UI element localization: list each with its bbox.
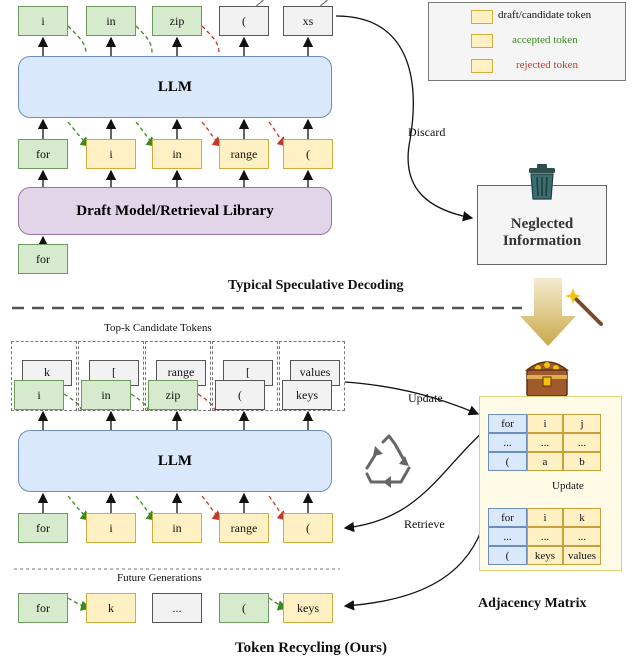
big-down-arrow-icon bbox=[520, 278, 576, 346]
matrix-before-2-0: ( bbox=[488, 452, 527, 471]
bottom-output-token-4: keys bbox=[282, 380, 332, 410]
neglected-line-1: Neglected bbox=[510, 216, 574, 232]
bottom-output-token-2: zip bbox=[148, 380, 198, 410]
top-input-token-0: for bbox=[18, 139, 68, 169]
topk-column-1 bbox=[78, 341, 144, 411]
matrix-before-1-2: ... bbox=[563, 433, 601, 452]
top-caption: Typical Speculative Decoding bbox=[228, 278, 404, 293]
top-output-token-4: xs bbox=[283, 6, 333, 36]
top-output-token-0: i bbox=[18, 6, 68, 36]
matrix-after-0-0: for bbox=[488, 508, 527, 527]
legend-rejected-label: rejected token bbox=[516, 59, 578, 71]
topk-label: Top-k Candidate Tokens bbox=[104, 322, 212, 334]
bottom-output-token-0: i bbox=[14, 380, 64, 410]
future-token-0: for bbox=[18, 593, 68, 623]
top-input-token-1: i bbox=[86, 139, 136, 169]
matrix-before-2-2: b bbox=[563, 452, 601, 471]
top-input-token-3: range bbox=[219, 139, 269, 169]
discard-arrow bbox=[335, 15, 474, 222]
future-accept-arrow-1 bbox=[268, 597, 289, 611]
draft-model-box: Draft Model/Retrieval Library bbox=[18, 187, 332, 235]
matrix-before-1-0: ... bbox=[488, 433, 527, 452]
update-label: Update bbox=[408, 391, 443, 405]
magic-wand-icon bbox=[565, 288, 603, 326]
bottom-caption: Token Recycling (Ours) bbox=[235, 640, 387, 656]
topk-column-3 bbox=[212, 341, 278, 411]
matrix-update-label: Update bbox=[552, 480, 584, 492]
top-reject-arrow-2 bbox=[268, 121, 288, 147]
legend-draft-swatch bbox=[471, 10, 493, 24]
legend-rejected-swatch bbox=[471, 59, 493, 73]
adjacency-matrix-title: Adjacency Matrix bbox=[478, 596, 587, 611]
legend: draft/candidate token accepted token rej… bbox=[428, 2, 626, 81]
matrix-after-1-2: ... bbox=[563, 527, 601, 546]
retrieve-arrow bbox=[343, 429, 486, 533]
top-input-token-4: ( bbox=[283, 139, 333, 169]
future-divider bbox=[14, 568, 340, 570]
bottom-output-token-3: ( bbox=[215, 380, 265, 410]
legend-accepted-label: accepted token bbox=[512, 34, 578, 46]
matrix-after-0-2: k bbox=[563, 508, 601, 527]
matrix-before-1-1: ... bbox=[527, 433, 563, 452]
matrix-after-2-1: keys bbox=[527, 546, 563, 565]
matrix-after-1-0: ... bbox=[488, 527, 527, 546]
bottom-llm-box: LLM bbox=[18, 430, 332, 492]
bottom-input-token-4: ( bbox=[283, 513, 333, 543]
top-output-token-2: zip bbox=[152, 6, 202, 36]
recycle-icon bbox=[365, 434, 411, 488]
matrix-after-2-0: ( bbox=[488, 546, 527, 565]
future-token-3: ( bbox=[219, 593, 269, 623]
section-divider bbox=[12, 306, 522, 310]
treasure-chest-icon bbox=[524, 361, 570, 397]
neglected-line-2: Information bbox=[502, 233, 582, 249]
bottom-input-token-1: i bbox=[86, 513, 136, 543]
top-output-token-3: ( bbox=[219, 6, 269, 36]
trash-can-icon bbox=[529, 164, 555, 200]
future-retrieve-arrow bbox=[343, 519, 486, 611]
matrix-before-2-1: a bbox=[527, 452, 563, 471]
top-seed-token: for bbox=[18, 244, 68, 274]
matrix-before-0-1: i bbox=[527, 414, 563, 433]
matrix-before-0-0: for bbox=[488, 414, 527, 433]
legend-draft-label: draft/candidate token bbox=[498, 9, 592, 21]
top-accept-arrow-1 bbox=[135, 25, 153, 55]
topk-column-0 bbox=[11, 341, 77, 411]
future-token-4: keys bbox=[283, 593, 333, 623]
bottom-input-token-0: for bbox=[18, 513, 68, 543]
top-input-token-2: in bbox=[152, 139, 202, 169]
retrieve-label: Retrieve bbox=[404, 517, 445, 531]
legend-accepted-swatch bbox=[471, 34, 493, 48]
future-token-2: ... bbox=[152, 593, 202, 623]
bottom-output-token-1: in bbox=[81, 380, 131, 410]
bottom-input-token-3: range bbox=[219, 513, 269, 543]
top-output-token-1: in bbox=[86, 6, 136, 36]
matrix-after-0-1: i bbox=[527, 508, 563, 527]
matrix-after-2-2: values bbox=[563, 546, 601, 565]
future-label: Future Generations bbox=[117, 572, 202, 584]
matrix-after-1-1: ... bbox=[527, 527, 563, 546]
matrix-before-0-2: j bbox=[563, 414, 601, 433]
discard-label: Discard bbox=[408, 125, 446, 139]
topk-column-2 bbox=[145, 341, 211, 411]
top-llm-box: LLM bbox=[18, 56, 332, 118]
bottom-input-token-2: in bbox=[152, 513, 202, 543]
future-token-1: k bbox=[86, 593, 136, 623]
update-arrow bbox=[344, 381, 480, 416]
bottom-reject-arrow-2 bbox=[268, 495, 288, 521]
top-reject-arrow-0 bbox=[201, 25, 220, 55]
top-accept-arrow-0 bbox=[67, 25, 87, 55]
topk-column-4 bbox=[279, 341, 345, 411]
